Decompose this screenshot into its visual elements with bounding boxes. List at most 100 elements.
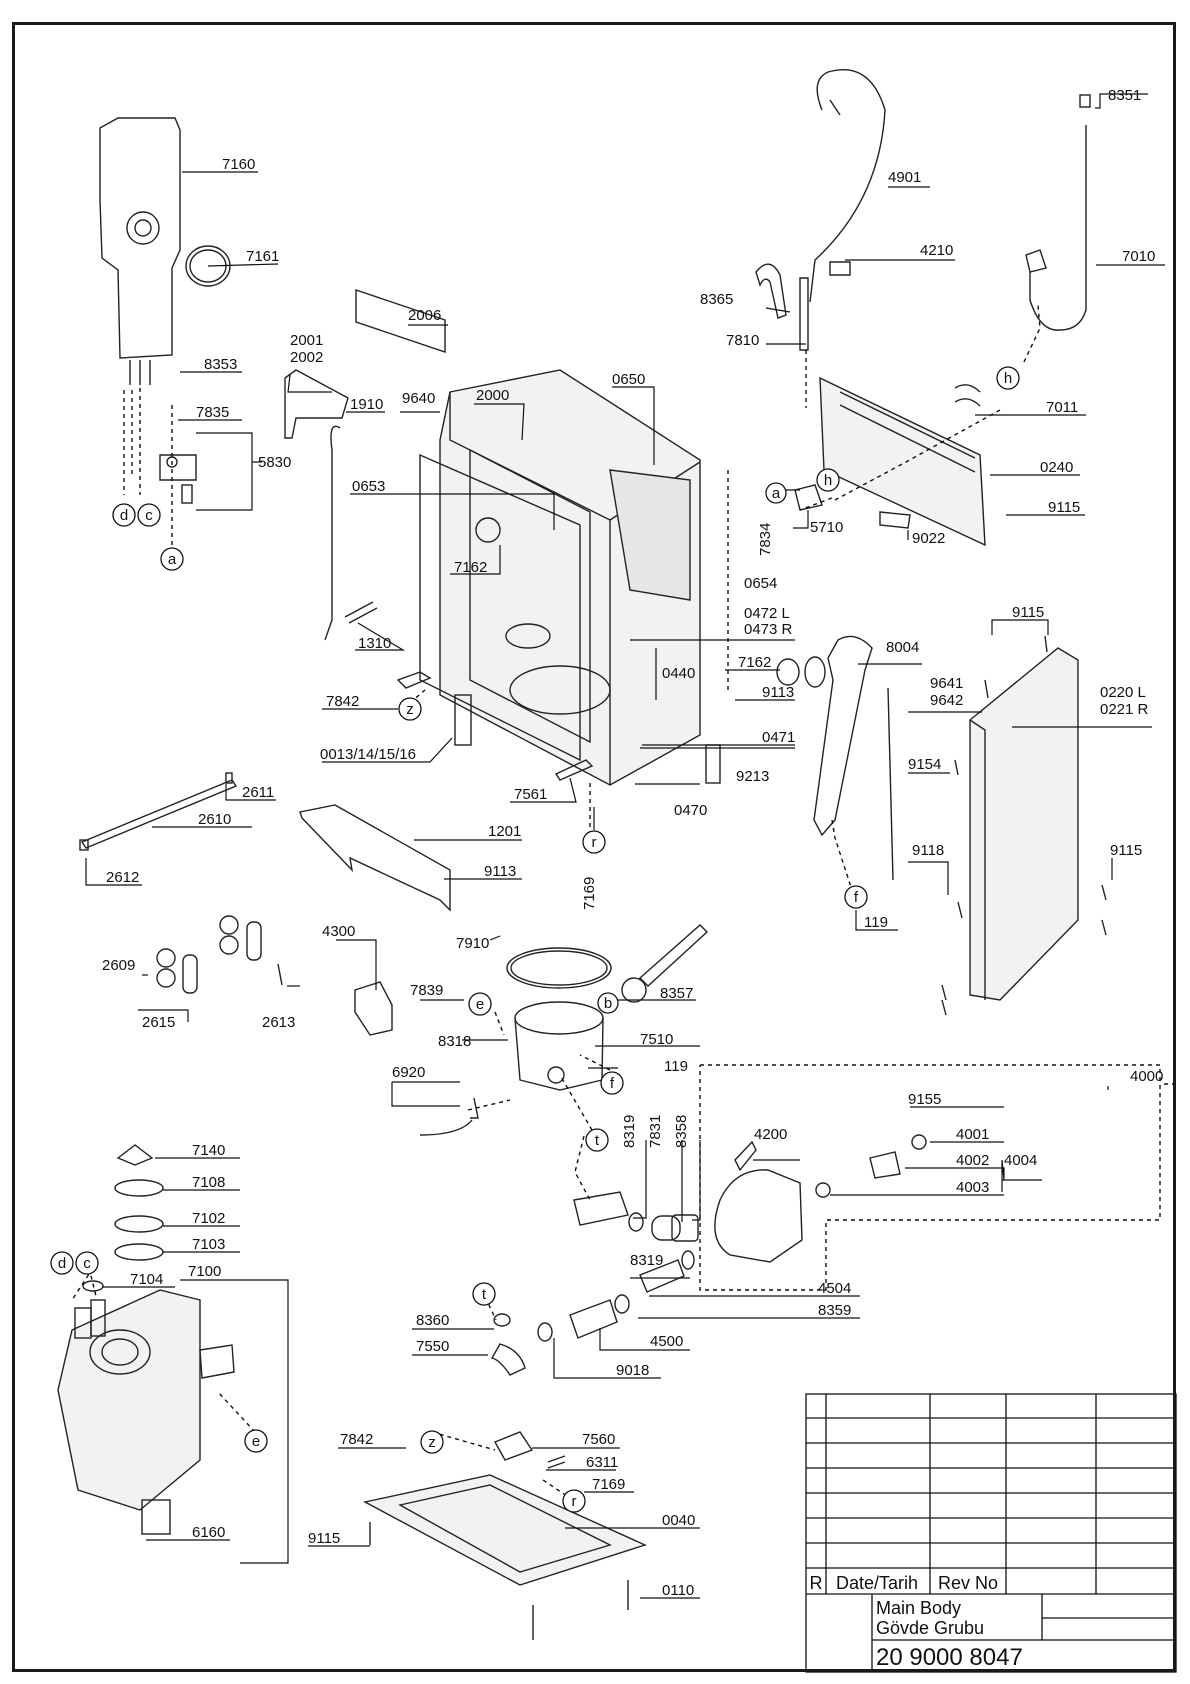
svg-text:f: f xyxy=(610,1075,615,1092)
part-label: 8004 xyxy=(886,639,919,656)
part-label: 4504 xyxy=(818,1280,851,1297)
part-label: 8365 xyxy=(700,291,733,308)
part-label: 7910 xyxy=(456,935,489,952)
part-label: 8319 xyxy=(630,1252,663,1269)
part-label: 0653 xyxy=(352,478,385,495)
part-label: 8353 xyxy=(204,356,237,373)
part-label: 9642 xyxy=(930,692,963,709)
connector-c-top: c xyxy=(137,503,161,527)
part-label: 9113 xyxy=(762,684,794,701)
part-label: 7162 xyxy=(738,654,771,671)
part-label: 7560 xyxy=(582,1431,615,1448)
connector-z-bottom: z xyxy=(420,1430,444,1454)
svg-text:r: r xyxy=(592,834,597,851)
part-label: 8358 xyxy=(673,1115,690,1148)
part-label: 8359 xyxy=(818,1302,851,1319)
part-label: 7160 xyxy=(222,156,255,173)
connector-f-right: f xyxy=(844,885,868,909)
svg-text:c: c xyxy=(83,1255,91,1272)
svg-text:a: a xyxy=(168,551,177,568)
part-label: 9213 xyxy=(736,768,769,785)
svg-text:t: t xyxy=(482,1286,487,1303)
connector-z-top: z xyxy=(398,697,422,721)
svg-text:h: h xyxy=(824,472,832,489)
leader-lines xyxy=(85,93,1165,1599)
part-label: 7842 xyxy=(340,1431,373,1448)
dashed-connectors xyxy=(71,304,1176,1501)
part-label: 7550 xyxy=(416,1338,449,1355)
part-label: 8351 xyxy=(1108,87,1141,104)
part-label: 9115 xyxy=(1048,499,1080,516)
part-label: 4000 xyxy=(1130,1068,1163,1085)
part-label: 4003 xyxy=(956,1179,989,1196)
svg-text:e: e xyxy=(252,1433,260,1450)
part-label: 2002 xyxy=(290,349,323,366)
part-label: 7010 xyxy=(1122,248,1155,265)
connector-d-top: d xyxy=(112,503,136,527)
svg-text:t: t xyxy=(595,1132,600,1149)
part-label: 2610 xyxy=(198,811,231,828)
part-label: 119 xyxy=(864,914,888,931)
part-label: 2615 xyxy=(142,1014,175,1031)
part-label: 9640 xyxy=(402,390,435,407)
svg-text:c: c xyxy=(145,507,153,524)
title-block: R Date/Tarih Rev No Main Body Gövde Grub… xyxy=(805,1393,1177,1673)
part-label: 0240 xyxy=(1040,459,1073,476)
connector-f-mid: f xyxy=(600,1071,624,1095)
part-label: 9115 xyxy=(1012,604,1044,621)
part-label: 4210 xyxy=(920,242,953,259)
part-label: 4002 xyxy=(956,1152,989,1169)
part-label: 9155 xyxy=(908,1091,941,1108)
part-label: 7810 xyxy=(726,332,759,349)
part-label: 4500 xyxy=(650,1333,683,1350)
part-label: 7102 xyxy=(192,1210,225,1227)
part-label: 2611 xyxy=(242,784,274,801)
part-label: 7011 xyxy=(1046,399,1078,416)
connector-d-bottom: d xyxy=(50,1251,74,1275)
part-label: 7831 xyxy=(647,1115,664,1148)
part-label: 8357 xyxy=(660,985,693,1002)
part-label: 7140 xyxy=(192,1142,225,1159)
part-label: 7161 xyxy=(246,248,279,265)
part-drawings xyxy=(57,68,1107,1640)
title-block-revno-label: Rev No xyxy=(938,1573,998,1593)
part-label: 4004 xyxy=(1004,1152,1037,1169)
svg-text:a: a xyxy=(772,485,781,502)
part-label: 6311 xyxy=(586,1454,618,1471)
part-label: 1201 xyxy=(488,823,521,840)
title-block-date-label: Date/Tarih xyxy=(836,1573,918,1593)
part-label: 2612 xyxy=(106,869,139,886)
part-label: 2613 xyxy=(262,1014,295,1031)
part-label: 5710 xyxy=(810,519,843,536)
connector-h-top: h xyxy=(996,366,1020,390)
part-label: 9641 xyxy=(930,675,963,692)
part-label: 7561 xyxy=(514,786,547,803)
svg-text:r: r xyxy=(572,1493,577,1510)
connector-b: b xyxy=(597,992,619,1014)
part-label: 7839 xyxy=(410,982,443,999)
part-label: 7842 xyxy=(326,693,359,710)
part-label: 7169 xyxy=(581,877,598,910)
part-label: 7162 xyxy=(454,559,487,576)
connector-a-right: a xyxy=(765,482,787,504)
title-block-rev-col: R xyxy=(810,1573,823,1593)
part-label: 6160 xyxy=(192,1524,225,1541)
part-label: 0040 xyxy=(662,1512,695,1529)
connector-e-mid: e xyxy=(468,992,492,1016)
connector-e-bottom: e xyxy=(244,1429,268,1453)
part-label: 5830 xyxy=(258,454,291,471)
part-label: 4901 xyxy=(888,169,921,186)
svg-text:d: d xyxy=(120,507,128,524)
part-label: 7835 xyxy=(196,404,229,421)
svg-text:z: z xyxy=(428,1434,436,1451)
part-label: 0221 R xyxy=(1100,701,1149,718)
svg-text:d: d xyxy=(58,1255,66,1272)
part-label: 4300 xyxy=(322,923,355,940)
part-label: 1310 xyxy=(358,635,391,652)
title-block-title-en: Main Body xyxy=(876,1598,961,1618)
part-label: 2006 xyxy=(408,307,441,324)
part-label: 7510 xyxy=(640,1031,673,1048)
part-label: 9118 xyxy=(912,842,944,859)
svg-text:e: e xyxy=(476,996,484,1013)
